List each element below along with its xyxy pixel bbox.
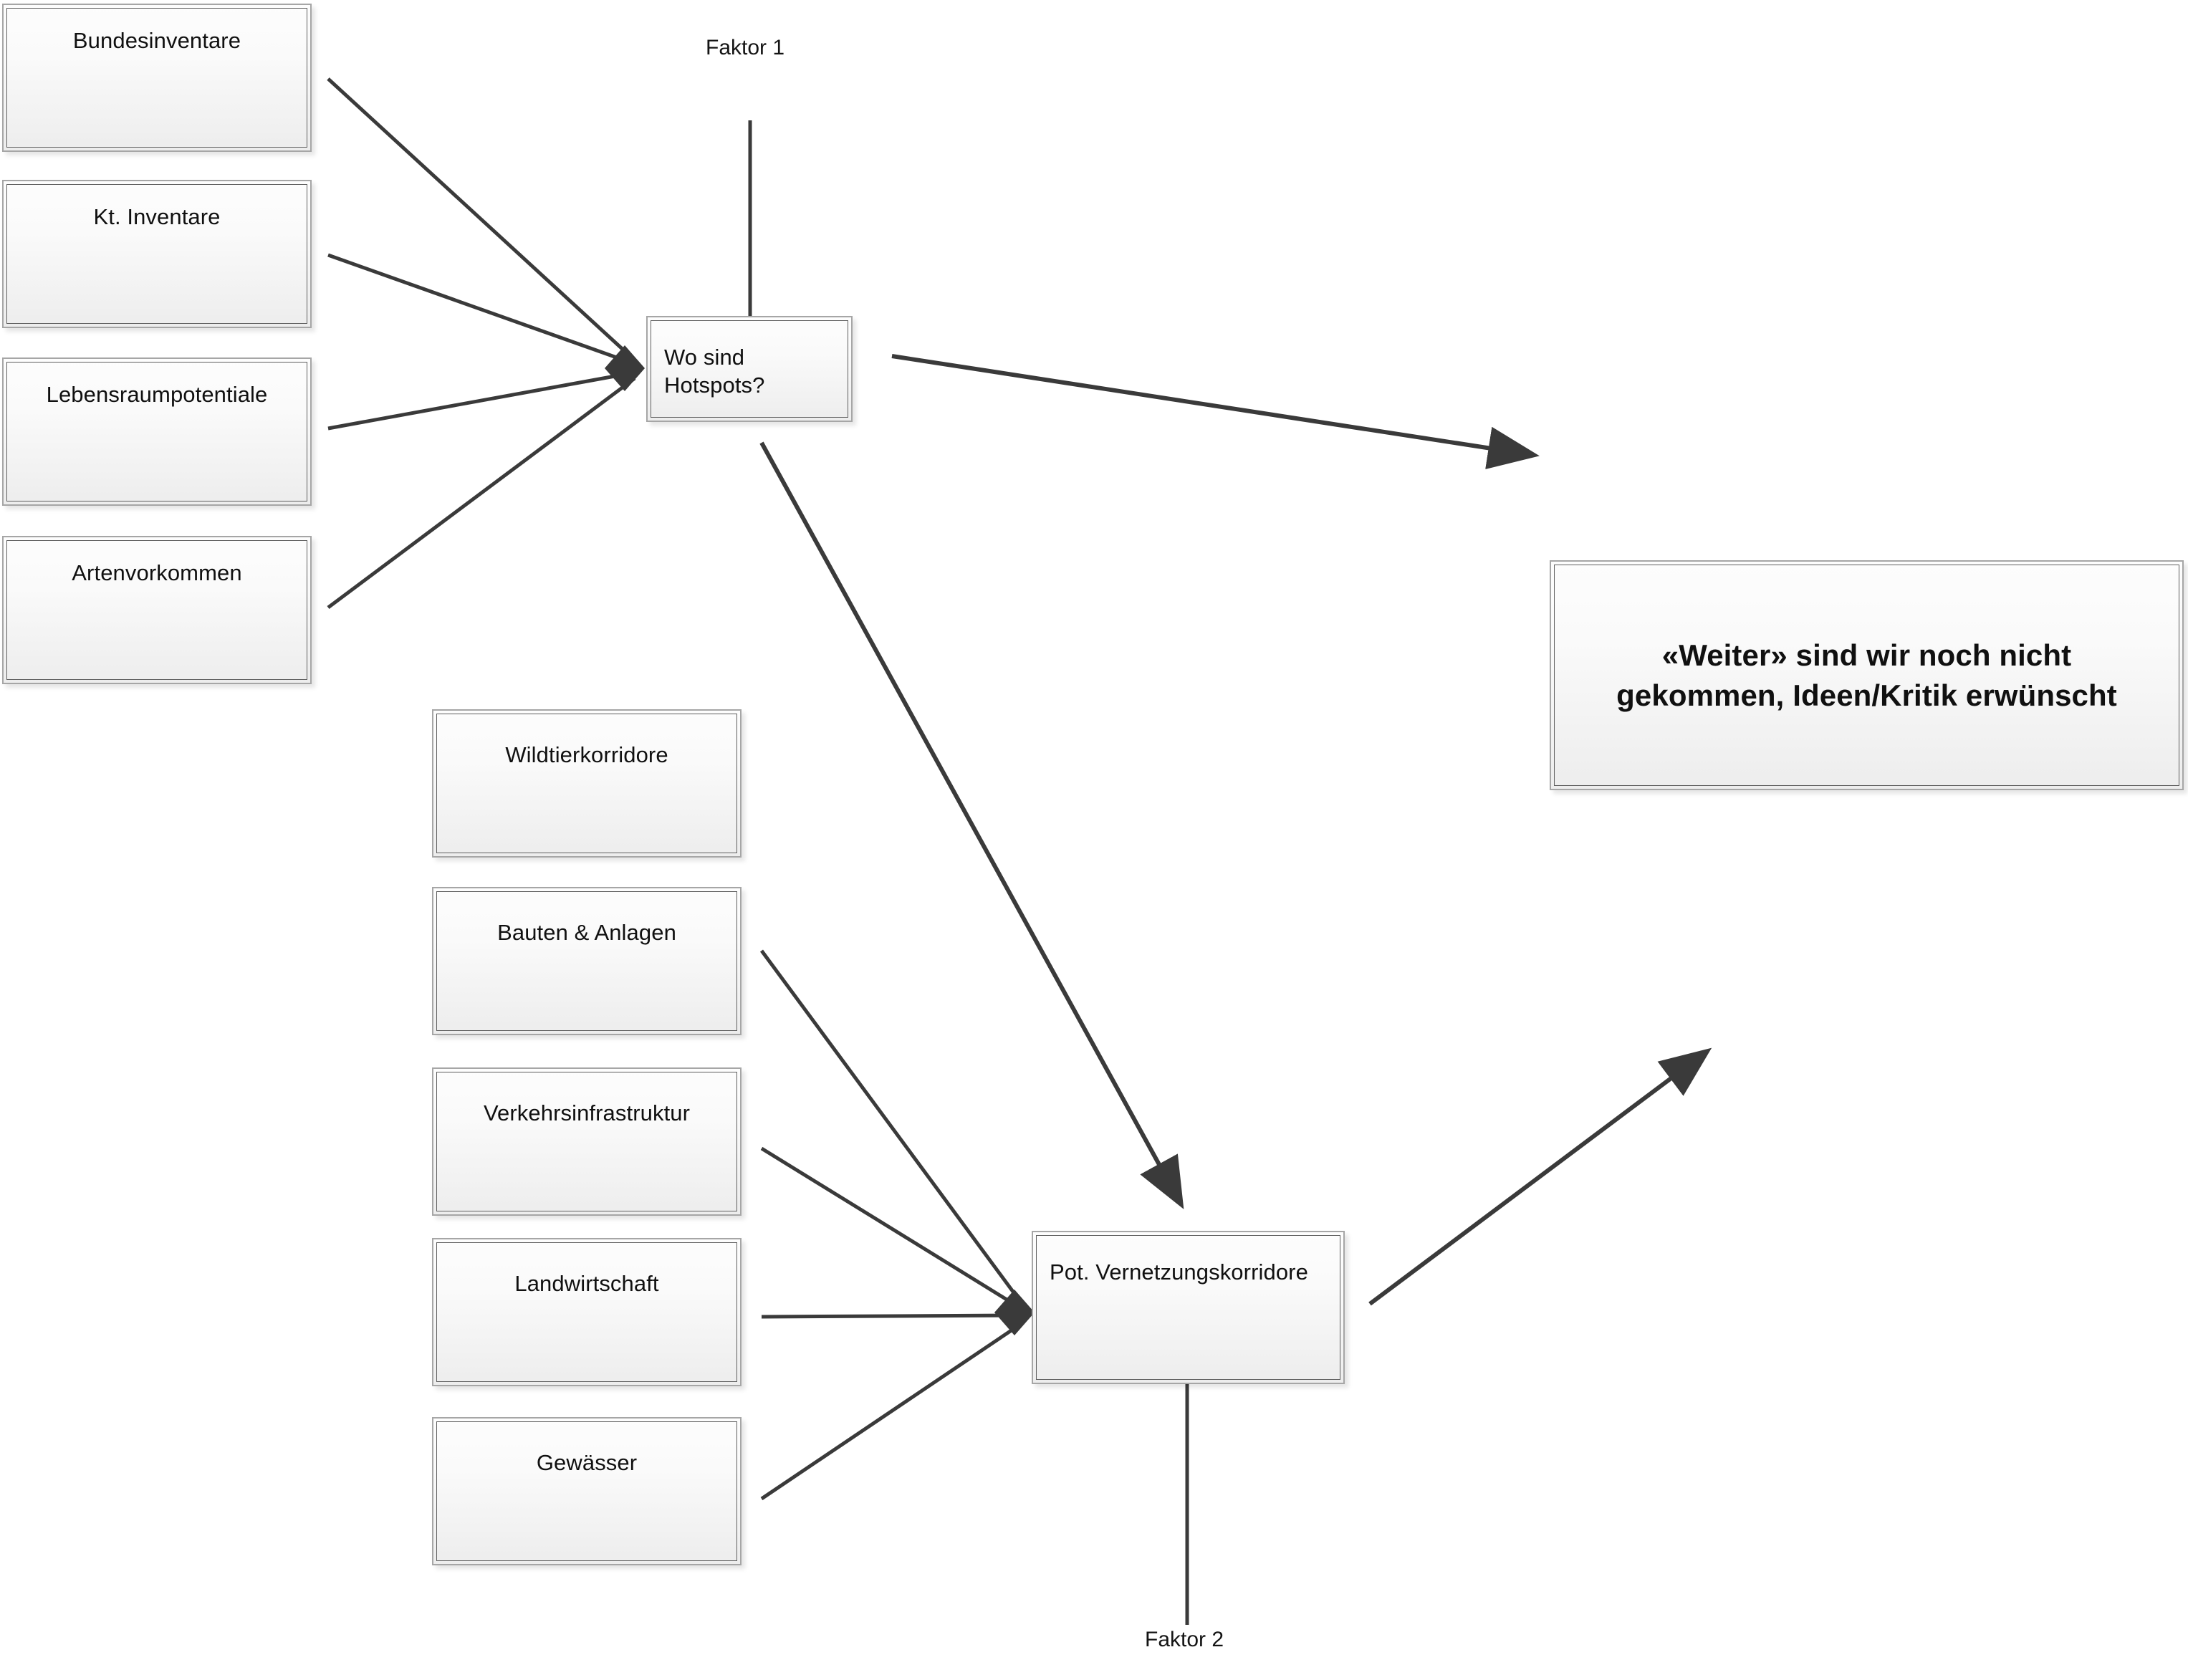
box-inner: Verkehrsinfrastruktur — [436, 1072, 737, 1211]
edge-artenvorkommen-hotspots — [327, 376, 636, 610]
edge-bauten-korridore — [759, 949, 1025, 1307]
input-box-verkehrsinfrastruktur[interactable]: Verkehrsinfrastruktur — [432, 1067, 742, 1216]
box-inner: Pot. Vernetzungskorridore — [1036, 1235, 1340, 1380]
input-box-label: Bundesinventare — [72, 28, 241, 53]
box-inner: «Weiter» sind wir noch nicht gekommen, I… — [1554, 565, 2179, 786]
hub-box-label: Pot. Vernetzungskorridore — [1050, 1259, 1308, 1285]
box-inner: Landwirtschaft — [436, 1242, 737, 1382]
input-box-label: Artenvorkommen — [72, 560, 242, 585]
edge-bundesinventare-hotspots — [327, 77, 636, 362]
input-box-lebensraumpotentiale[interactable]: Lebensraumpotentiale — [2, 357, 312, 506]
box-inner: Kt. Inventare — [6, 184, 307, 324]
edge-landwirtschaft-korridore — [761, 1313, 1024, 1319]
edge-verkehrsinfrastruktur-korridore — [760, 1146, 1025, 1312]
input-box-gewaesser[interactable]: Gewässer — [432, 1417, 742, 1565]
edges-middle-to-korridore — [759, 949, 1025, 1501]
box-inner: Wildtierkorridore — [436, 714, 737, 853]
edge-gewaesser-korridore — [760, 1320, 1025, 1501]
edge-hotspots-to-korridore — [759, 441, 1184, 1209]
annotation-text: Faktor 2 — [1145, 1628, 1224, 1651]
box-inner: Bundesinventare — [6, 8, 307, 148]
input-box-label: Lebensraumpotentiale — [46, 382, 268, 407]
input-box-label: Verkehrsinfrastruktur — [483, 1100, 691, 1125]
hub-box-pot-vernetzungskorridore[interactable]: Pot. Vernetzungskorridore — [1032, 1231, 1345, 1384]
input-box-bauten-anlagen[interactable]: Bauten & Anlagen — [432, 887, 742, 1035]
input-box-label: Bauten & Anlagen — [497, 920, 676, 945]
hotspots-inbound-arrowhead — [605, 345, 645, 391]
input-box-label: Landwirtschaft — [514, 1271, 659, 1296]
box-inner: Lebensraumpotentiale — [6, 362, 307, 501]
edge-korridore-to-upper-right — [1368, 1047, 1712, 1306]
box-inner: Artenvorkommen — [6, 540, 307, 680]
input-box-label: Gewässer — [536, 1450, 638, 1475]
annotation-faktor-2: Faktor 2 — [1145, 1628, 1224, 1652]
note-box-weiter-hinweis[interactable]: «Weiter» sind wir noch nicht gekommen, I… — [1550, 560, 2184, 790]
input-box-artenvorkommen[interactable]: Artenvorkommen — [2, 536, 312, 684]
edge-kt-inventare-hotspots — [327, 253, 635, 366]
annotation-faktor-1: Faktor 1 — [706, 36, 784, 60]
edges-left-to-hotspots — [327, 77, 636, 610]
box-inner: Gewässer — [436, 1421, 737, 1561]
input-box-label: Wildtierkorridore — [505, 742, 668, 767]
hub-box-wo-sind-hotspots[interactable]: Wo sind Hotspots? — [646, 316, 853, 422]
note-box-label: «Weiter» sind wir noch nicht gekommen, I… — [1616, 638, 2117, 712]
box-inner: Bauten & Anlagen — [436, 891, 737, 1031]
edge-hotspots-to-right — [891, 354, 1540, 470]
korridore-inbound-arrowhead — [994, 1290, 1035, 1335]
edge-lebensraumpotentiale-hotspots — [327, 370, 635, 431]
input-box-kt-inventare[interactable]: Kt. Inventare — [2, 180, 312, 328]
input-box-label: Kt. Inventare — [93, 204, 221, 229]
input-box-landwirtschaft[interactable]: Landwirtschaft — [432, 1238, 742, 1386]
input-box-bundesinventare[interactable]: Bundesinventare — [2, 4, 312, 152]
box-inner: Wo sind Hotspots? — [651, 320, 848, 418]
input-box-wildtierkorridore[interactable]: Wildtierkorridore — [432, 709, 742, 858]
hub-box-label: Wo sind Hotspots? — [664, 345, 765, 398]
annotation-text: Faktor 1 — [706, 36, 785, 59]
